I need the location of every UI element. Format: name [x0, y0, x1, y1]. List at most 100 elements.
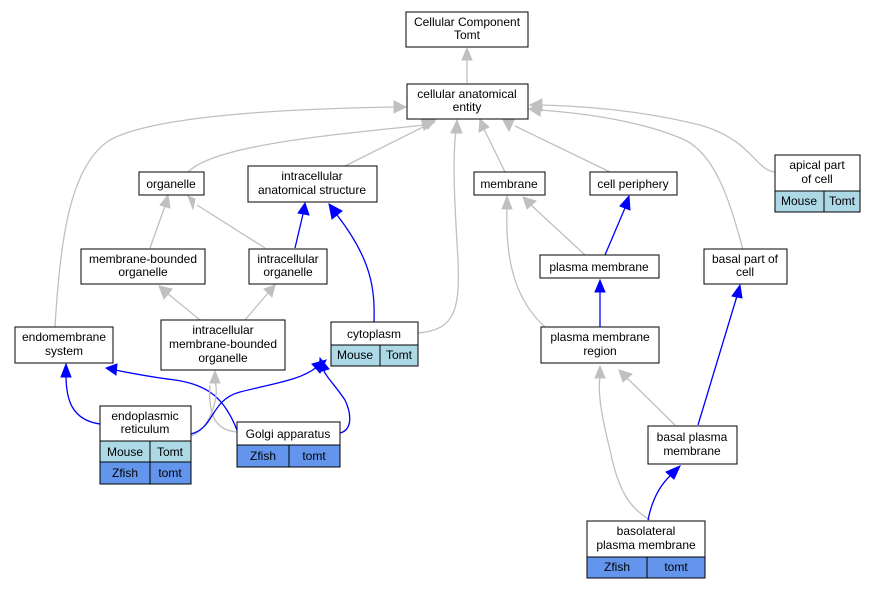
node-cytoplasm[interactable]: cytoplasm Mouse Tomt — [330, 321, 419, 367]
edge-golgi-endo — [114, 369, 238, 431]
arrowhead — [328, 203, 343, 220]
arrowhead — [450, 118, 463, 134]
node-plasma-membrane[interactable]: plasma membrane — [539, 254, 660, 279]
species-cell-zfish — [646, 556, 706, 579]
arrowhead — [187, 195, 196, 211]
node-plasma-membrane-region[interactable]: plasma membrane region — [540, 326, 660, 364]
node-intracellular-organelle[interactable]: intracellular organelle — [248, 248, 328, 285]
arrowhead — [393, 100, 408, 114]
arrowhead — [159, 193, 171, 209]
edge-imbo-mbo — [166, 292, 201, 321]
node-label-line: organelle — [198, 351, 248, 365]
node-intracellular-membrane-bounded-organelle[interactable]: intracellular membrane-bounded organelle — [160, 319, 286, 371]
node-basolateral-plasma-membrane[interactable]: basolateral plasma membrane Zfish tomt — [586, 520, 706, 579]
node-label-line: endoplasmic — [111, 409, 178, 423]
node-endoplasmic-reticulum[interactable]: endoplasmic reticulum Mouse Tomt Zfish t… — [99, 405, 192, 485]
edge-pmr-membrane — [506, 206, 546, 328]
node-label-line: of cell — [801, 172, 832, 186]
node-label-line: endomembrane — [22, 330, 106, 344]
edge-golgi-imbo — [209, 384, 238, 433]
edge-bpm-basalpart — [697, 295, 738, 426]
arrowhead — [731, 283, 743, 299]
node-label-line: plasma membrane — [549, 260, 649, 274]
arrowhead — [263, 284, 276, 298]
node-box — [539, 254, 660, 279]
node-label-line: anatomical structure — [258, 183, 366, 197]
edge-apical-cae — [541, 104, 776, 173]
node-label-line: basolateral — [617, 524, 676, 538]
species-label: Mouse — [781, 194, 817, 208]
edge-pm-periphery — [604, 207, 626, 256]
edge-cytoplasm-cae — [417, 130, 460, 334]
edge-pm-membrane — [530, 204, 586, 256]
arrowhead — [619, 194, 631, 211]
node-box — [473, 171, 546, 196]
node-box — [647, 425, 738, 465]
edge-io-ias — [294, 213, 304, 249]
node-label-line: plasma membrane — [596, 538, 696, 552]
node-label-line: cellular anatomical — [417, 87, 516, 101]
edge-basalpart-cae — [539, 109, 744, 251]
edge-periphery-cae — [514, 125, 611, 173]
node-label-line: basal part of — [712, 252, 779, 266]
node-box — [138, 171, 205, 196]
node-basal-plasma-membrane[interactable]: basal plasma membrane — [647, 425, 738, 465]
arrowhead — [209, 369, 221, 384]
species-label: Mouse — [107, 445, 143, 459]
gene-label: tomt — [158, 466, 182, 480]
node-label-line: intracellular — [192, 323, 253, 337]
arrowhead — [618, 369, 633, 383]
node-organelle[interactable]: organelle — [138, 171, 205, 196]
node-box — [160, 319, 286, 371]
arrowhead — [104, 363, 118, 376]
arrowhead — [60, 362, 72, 378]
node-box — [14, 326, 114, 364]
species-cell-mouse — [379, 344, 419, 367]
arrowhead — [297, 201, 310, 216]
node-membrane[interactable]: membrane — [473, 171, 546, 196]
node-cell-periphery[interactable]: cell periphery — [589, 171, 678, 196]
node-label-line: Tomt — [454, 28, 481, 42]
arrowhead — [502, 119, 515, 133]
edge-cytoplasm-ias — [336, 214, 375, 323]
edge-ias-cae — [344, 124, 428, 167]
node-apical-part-of-cell[interactable]: apical part of cell Mouse Tomt — [774, 154, 861, 213]
edges — [54, 46, 776, 521]
node-cellular-anatomical-entity[interactable]: cellular anatomical entity — [406, 83, 529, 120]
species-label: Zfish — [604, 560, 630, 574]
node-box — [248, 248, 328, 285]
edge-membrane-cae — [483, 128, 506, 173]
node-box — [774, 154, 861, 192]
node-label-line: membrane — [480, 177, 538, 191]
node-basal-part-of-cell[interactable]: basal part of cell — [703, 248, 788, 285]
node-label-line: intracellular — [257, 252, 318, 266]
node-golgi-apparatus[interactable]: Golgi apparatus Zfish tomt — [236, 421, 341, 468]
edge-er-imbo — [190, 381, 217, 437]
node-box — [80, 248, 206, 285]
edge-mbo-organelle — [149, 205, 166, 249]
node-label-line: membrane-bounded — [169, 337, 277, 351]
node-box — [586, 520, 706, 558]
node-membrane-bounded-organelle[interactable]: membrane-bounded organelle — [80, 248, 206, 285]
edge-organelle-cae — [187, 124, 426, 173]
node-box — [405, 11, 529, 48]
node-intracellular-anatomical-structure[interactable]: intracellular anatomical structure — [247, 165, 378, 203]
edge-bpm-pmr — [626, 377, 676, 426]
edge-blpm-pmr — [598, 376, 651, 521]
species-cell-zfish — [149, 461, 192, 485]
nodes: Cellular Component Tomt cellular anatomi… — [14, 11, 861, 579]
node-box — [703, 248, 788, 285]
node-cellular-component[interactable]: Cellular Component Tomt — [405, 11, 529, 48]
gene-label: tomt — [302, 449, 326, 463]
node-label-line: membrane-bounded — [89, 252, 197, 266]
arrowhead — [594, 364, 606, 379]
node-label-line: region — [583, 344, 616, 358]
node-label-line: cytoplasm — [347, 327, 401, 341]
node-endomembrane-system[interactable]: endomembrane system — [14, 326, 114, 364]
arrowhead — [501, 194, 513, 210]
arrowhead — [665, 465, 681, 480]
edge-er-cytoplasm — [190, 366, 318, 435]
gene-label: Tomt — [157, 445, 184, 459]
arrowhead — [478, 117, 490, 133]
species-label: Zfish — [112, 466, 138, 480]
